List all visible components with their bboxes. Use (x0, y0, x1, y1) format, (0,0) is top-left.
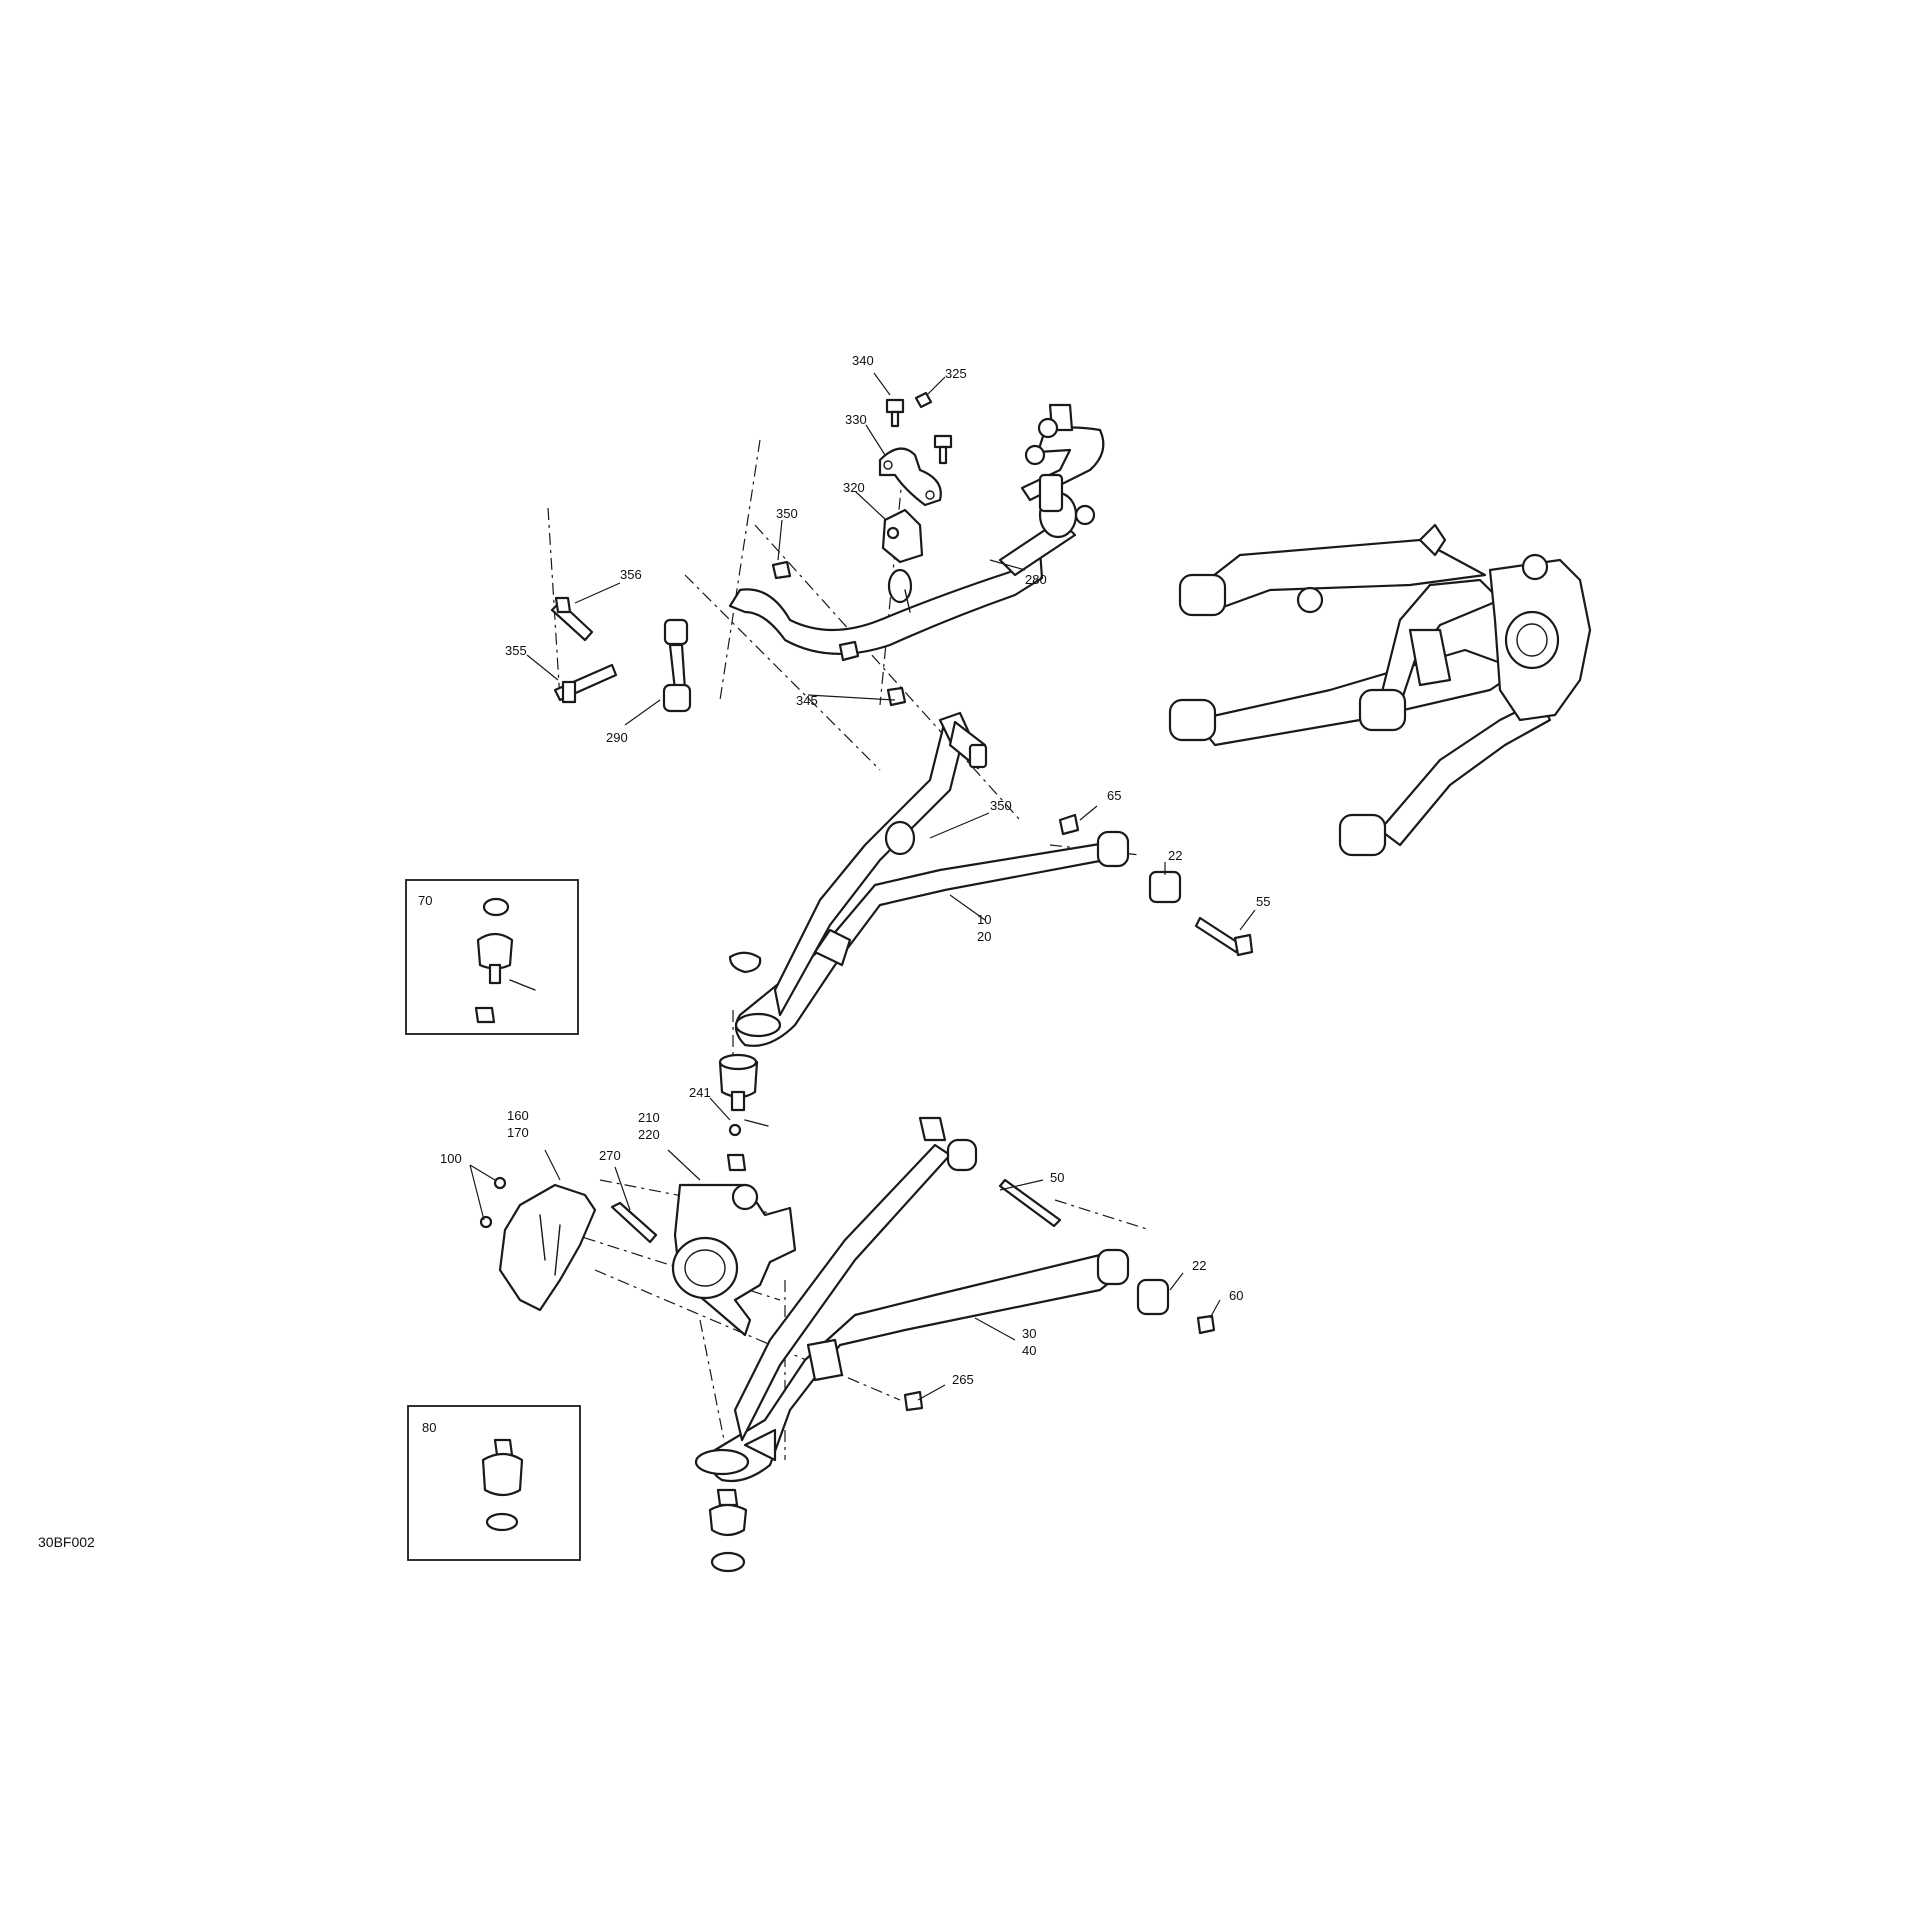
stabilizer-bar (728, 403, 1105, 655)
callout-355: 355 (505, 643, 527, 658)
callout-170: 170 (507, 1125, 529, 1140)
callout-270: 270 (599, 1148, 621, 1163)
splash-guard (479, 1176, 597, 1312)
callout-22-lower: 22 (1192, 1258, 1206, 1273)
leader-lines (469, 372, 1256, 1401)
steering-knuckle (610, 1183, 797, 1337)
callout-330: 330 (845, 412, 867, 427)
callout-325: 325 (945, 366, 967, 381)
callout-40: 40 (1022, 1343, 1036, 1358)
callout-50: 50 (1050, 1170, 1064, 1185)
assembly-guide-lines (547, 439, 1151, 1471)
upper-ball-joint (718, 1053, 769, 1172)
stabilizer-clamp (878, 391, 953, 564)
callout-320: 320 (843, 480, 865, 495)
callout-20: 20 (977, 929, 991, 944)
callout-100: 100 (440, 1151, 462, 1166)
inset-upper-ball-joint-kit (405, 879, 579, 1035)
callout-350-top: 350 (776, 506, 798, 521)
callout-160: 160 (507, 1108, 529, 1123)
callout-210: 210 (638, 1110, 660, 1125)
callout-80: 80 (422, 1420, 436, 1435)
inset-lower-ball-joint-kit (407, 1405, 581, 1561)
callout-345: 345 (796, 693, 818, 708)
callout-10: 10 (977, 912, 991, 927)
lower-ball-joint (708, 1488, 748, 1573)
callout-265: 265 (952, 1372, 974, 1387)
callout-340: 340 (852, 353, 874, 368)
figure-id: 30BF002 (38, 1534, 95, 1550)
callout-22-upper: 22 (1168, 848, 1182, 863)
upper-a-arm (728, 711, 1254, 1047)
stabilizer-link (550, 560, 907, 713)
callout-220: 220 (638, 1127, 660, 1142)
callout-30: 30 (1022, 1326, 1036, 1341)
callout-290: 290 (606, 730, 628, 745)
callout-70: 70 (418, 893, 432, 908)
callout-356: 356 (620, 567, 642, 582)
callout-labels: 340 325 330 320 350 280 356 355 345 290 … (418, 353, 1270, 1435)
callout-241: 241 (689, 1085, 711, 1100)
callout-350-mid: 350 (990, 798, 1012, 813)
lower-a-arm (694, 1116, 1216, 1483)
assembled-suspension-view (1168, 523, 1592, 857)
callout-55: 55 (1256, 894, 1270, 909)
callout-60: 60 (1229, 1288, 1243, 1303)
callout-65: 65 (1107, 788, 1121, 803)
callout-280: 280 (1025, 572, 1047, 587)
